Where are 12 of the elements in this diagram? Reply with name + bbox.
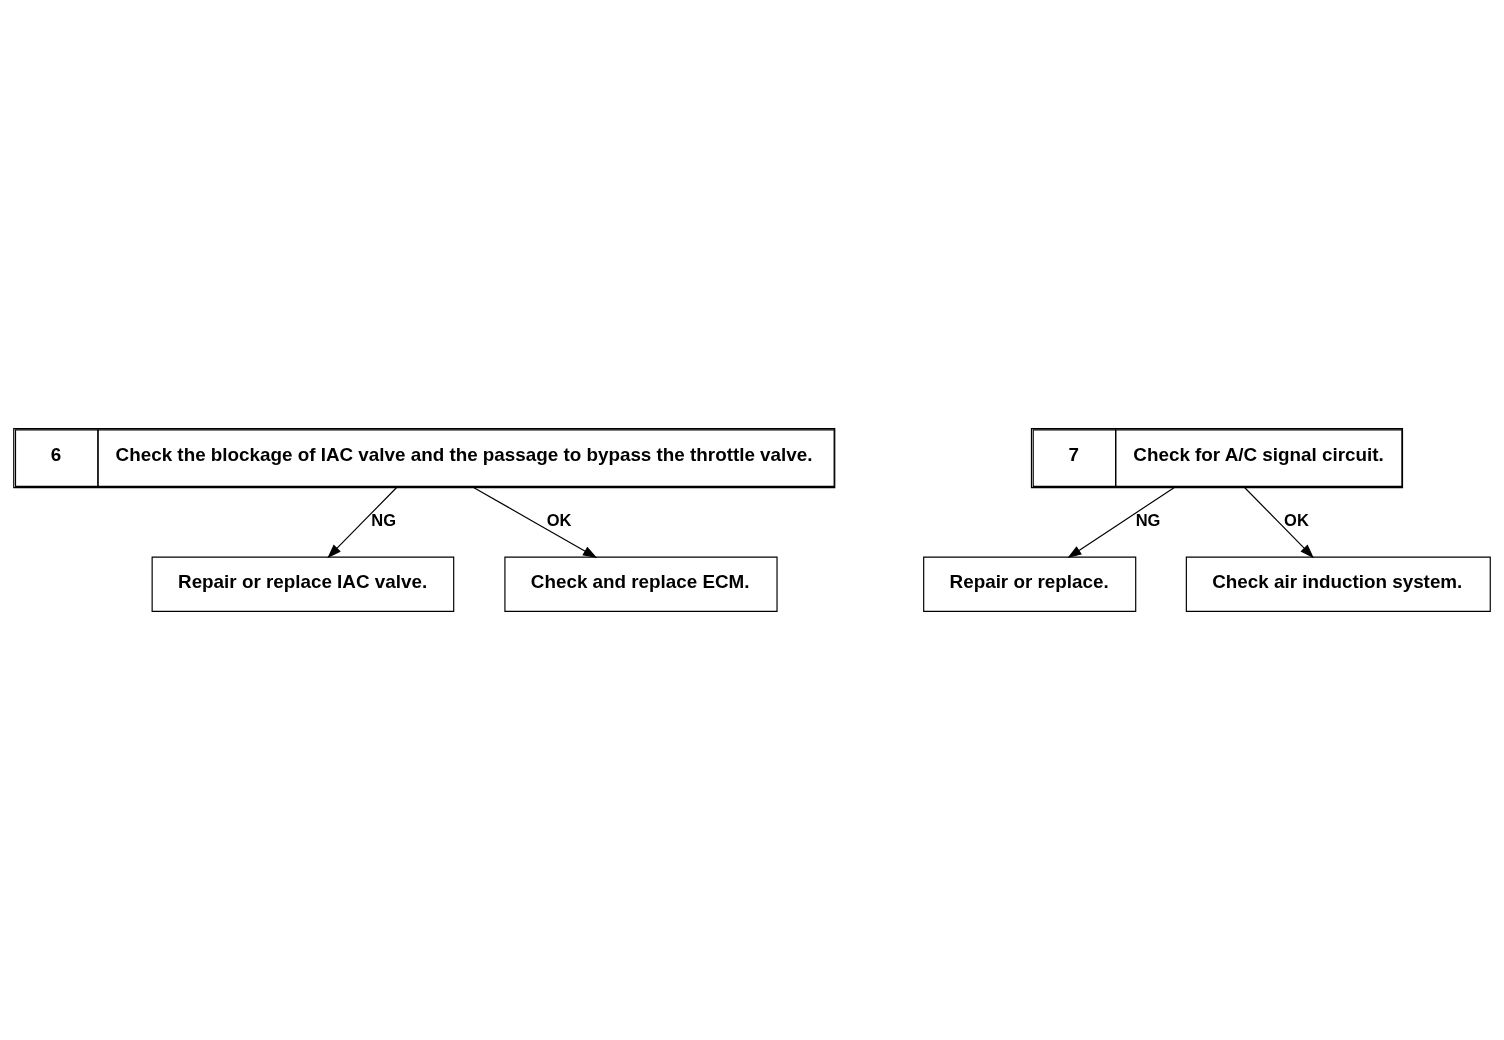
edge-label: OK [1284, 510, 1309, 529]
edge-label: NG [371, 510, 396, 529]
arrow [1067, 487, 1175, 559]
edge-label: OK [546, 510, 572, 529]
arrow [473, 487, 598, 558]
edge-label: NG [1135, 510, 1161, 529]
node-box: Check and replace ECM. [504, 556, 778, 612]
node-box: Repair or replace. [923, 556, 1137, 612]
node-box: Check air induction system. [1185, 556, 1491, 612]
arrow [327, 487, 397, 559]
arrow [1244, 487, 1314, 559]
node-box: Repair or replace IAC valve. [151, 556, 455, 612]
